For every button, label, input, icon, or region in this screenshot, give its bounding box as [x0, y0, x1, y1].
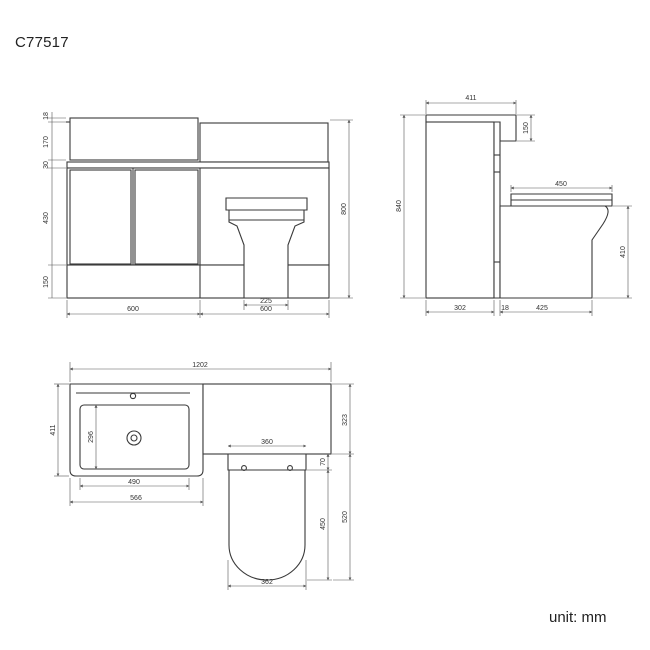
dim-seat-gap: 70	[320, 458, 327, 466]
dim-vanity-width: 600	[127, 306, 139, 313]
dim-seat-width: 450	[555, 181, 567, 188]
top-view: 1202 411 296 490 566 323 360 70 450	[50, 362, 354, 590]
unit-label: unit: mm	[549, 609, 607, 626]
front-door-left	[69, 169, 132, 265]
product-code: C77517	[15, 34, 69, 51]
dim-top-vanity-depth: 411	[50, 424, 57, 435]
dim-basin-height: 170	[43, 136, 50, 148]
dim-total-height: 800	[341, 203, 348, 215]
dim-side-total-height: 840	[396, 200, 403, 212]
dim-side-depth-top: 411	[465, 95, 476, 102]
front-wc-top-panel	[199, 122, 329, 163]
front-view: 18 170 30 430 150 800 600 225 600	[43, 112, 353, 318]
front-plinth	[66, 264, 330, 299]
dim-pan-height: 410	[620, 246, 627, 258]
front-basin	[69, 117, 199, 161]
tap-hole-icon	[129, 392, 137, 400]
dim-vanity-width-top: 566	[130, 495, 142, 502]
dim-cabinet-height: 430	[43, 212, 50, 224]
dim-plinth-height: 150	[43, 276, 50, 288]
side-cabinet	[425, 121, 495, 299]
dim-top-total-width: 1202	[192, 362, 208, 369]
dim-pan-base-width: 225	[260, 298, 272, 305]
side-toilet	[499, 193, 613, 299]
front-toilet	[225, 197, 308, 299]
dim-cistern-width: 360	[261, 439, 273, 446]
dim-pan-length: 450	[320, 518, 327, 530]
side-view: 411 150 450 840 410 302 18 425	[396, 95, 632, 316]
dim-wc-unit-depth: 323	[342, 414, 349, 426]
dim-total-projection: 520	[342, 511, 349, 523]
front-door-right	[134, 169, 199, 265]
front-rail	[66, 161, 330, 169]
dim-panel-thickness: 18	[501, 305, 509, 312]
dim-pan-width: 362	[261, 579, 273, 586]
dim-rail-height: 30	[43, 161, 50, 169]
top-wc-unit	[202, 383, 332, 455]
dim-basin-depth: 296	[88, 431, 95, 443]
dim-pan-projection: 425	[536, 305, 548, 312]
top-pan	[228, 469, 306, 581]
dim-basin-width: 490	[128, 479, 140, 486]
top-cistern-edge	[227, 453, 307, 471]
dim-wc-unit-width: 600	[260, 306, 272, 313]
dim-cabinet-depth: 302	[454, 305, 466, 312]
dim-basin-rim: 150	[523, 122, 530, 134]
dim-worktop-height: 18	[43, 112, 50, 120]
